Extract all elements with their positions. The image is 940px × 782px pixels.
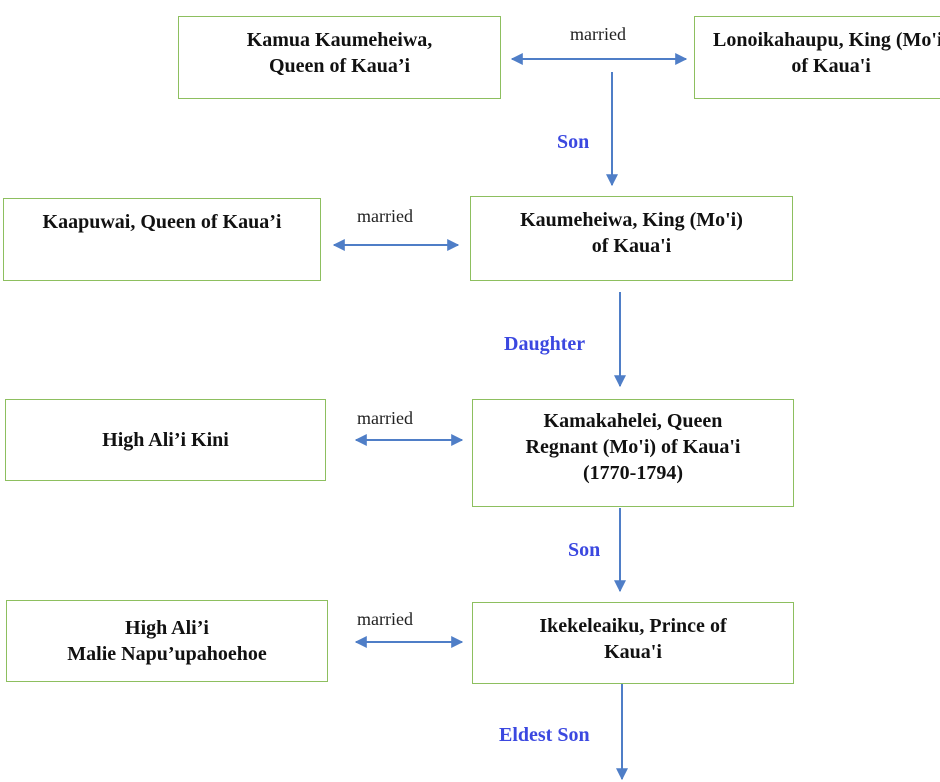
married-label: married — [357, 206, 413, 226]
married-label: married — [570, 24, 626, 44]
relation-label-daughter: Daughter — [504, 333, 586, 355]
person-box-malie-napuupahoehoe: High Ali’i Malie Napu’upahoehoe — [6, 600, 328, 682]
married-label: married — [357, 609, 413, 629]
person-box-lonoikahaupu: Lonoikahaupu, King (Mo'i) of Kaua'i — [694, 16, 940, 99]
person-box-kamakahelei: Kamakahelei, Queen Regnant (Mo'i) of Kau… — [472, 399, 794, 507]
person-box-kamua-kaumeheiwa: Kamua Kaumeheiwa, Queen of Kaua’i — [178, 16, 501, 99]
person-name: High Ali’i Malie Napu’upahoehoe — [67, 617, 267, 665]
person-name: Kaapuwai, Queen of Kaua’i — [42, 211, 282, 233]
person-name: Kaumeheiwa, King (Mo'i) of Kaua'i — [520, 209, 743, 257]
relation-label-son-2: Son — [568, 539, 601, 561]
person-name: High Ali’i Kini — [102, 429, 229, 451]
person-name: Kamua Kaumeheiwa, Queen of Kaua’i — [246, 29, 433, 77]
person-name: Kamakahelei, Queen Regnant (Mo'i) of Kau… — [525, 410, 741, 484]
relation-label-son: Son — [557, 131, 590, 153]
person-box-kaapuwai: Kaapuwai, Queen of Kaua’i — [3, 198, 321, 281]
person-name: Lonoikahaupu, King (Mo'i) of Kaua'i — [713, 29, 940, 77]
person-box-kaumeheiwa: Kaumeheiwa, King (Mo'i) of Kaua'i — [470, 196, 793, 281]
person-box-ikekeleaiku: Ikekeleaiku, Prince of Kaua'i — [472, 602, 794, 684]
relation-label-eldest-son: Eldest Son — [499, 724, 590, 746]
person-name: Ikekeleaiku, Prince of Kaua'i — [539, 615, 727, 663]
person-box-high-alii-kini: High Ali’i Kini — [5, 399, 326, 481]
married-label: married — [357, 408, 413, 428]
